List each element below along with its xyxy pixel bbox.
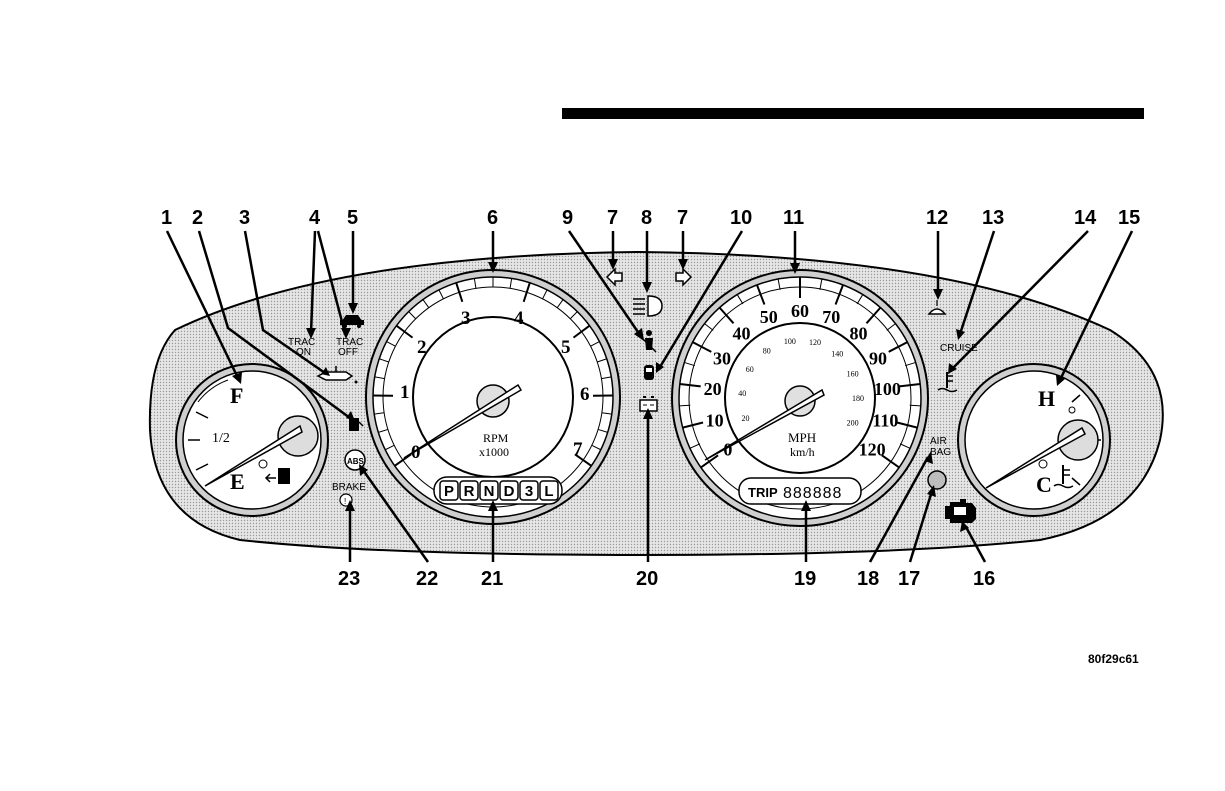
fuel-half-label: 1/2	[212, 431, 230, 446]
callout-3: 3	[239, 207, 250, 229]
figure-code: 80f29c61	[1088, 652, 1139, 666]
temp-cold-label: C	[1036, 472, 1052, 497]
callout-11: 11	[783, 207, 804, 229]
gear-label: D	[504, 483, 515, 500]
mph-tick-label: 120	[859, 439, 886, 459]
tach-tick-2: 2	[417, 337, 427, 358]
callout-14: 14	[1074, 207, 1097, 229]
tach-tick-7: 7	[573, 439, 583, 460]
callout-2: 2	[192, 207, 203, 229]
temperature-gauge: H C	[958, 364, 1110, 516]
mph-tick-label: 100	[874, 379, 901, 399]
tach-tick-1: 1	[400, 382, 410, 403]
callout-5: 5	[347, 207, 358, 229]
gear-label: R	[464, 483, 475, 500]
air-bag-line1: AIR	[930, 436, 947, 447]
air-bag-line2: BAG	[930, 447, 951, 458]
brake-exclaim: !	[344, 497, 346, 506]
callout-19: 19	[794, 568, 816, 590]
temp-hot-label: H	[1038, 386, 1055, 411]
odometer-digits: 888888	[783, 485, 842, 502]
gear-label: 3	[525, 483, 533, 500]
callout-4: 4	[309, 207, 321, 229]
kmh-tick-label: 60	[746, 365, 754, 374]
callout-7-left: 7	[607, 207, 618, 229]
trip-odometer: TRIP 888888	[739, 478, 861, 504]
callout-1: 1	[161, 207, 172, 229]
tach-tick-6: 6	[580, 384, 590, 405]
callout-6: 6	[487, 207, 498, 229]
mph-tick-label: 110	[872, 411, 898, 431]
fuel-gauge: F 1/2 E	[176, 364, 328, 516]
callout-numbers-bottom: 23 22 21 20 19 18 17 16	[338, 568, 995, 590]
callout-10: 10	[730, 207, 752, 229]
callout-12: 12	[926, 207, 948, 229]
tach-tick-3: 3	[461, 308, 471, 329]
kmh-tick-label: 80	[763, 346, 771, 355]
gear-label: L	[544, 483, 553, 500]
mph-tick-label: 40	[732, 323, 750, 343]
callout-8: 8	[641, 207, 652, 229]
mph-tick-label: 10	[706, 411, 724, 431]
gear-label: N	[484, 483, 495, 500]
mph-tick-label: 20	[704, 379, 722, 399]
callout-18: 18	[857, 568, 879, 590]
kmh-tick-label: 160	[847, 369, 859, 378]
kmh-tick-label: 100	[784, 337, 796, 346]
door-ajar-icon	[644, 365, 654, 380]
speed-unit-kmh: km/h	[790, 445, 815, 459]
callout-16: 16	[973, 568, 995, 590]
fuel-empty-label: E	[230, 469, 245, 494]
callout-15: 15	[1118, 207, 1140, 229]
trac-off-line2: OFF	[338, 347, 358, 358]
callout-7-right: 7	[677, 207, 688, 229]
speed-unit-mph: MPH	[788, 430, 816, 445]
abs-label: ABS	[347, 457, 365, 466]
callout-21: 21	[481, 568, 503, 590]
gear-label: P	[444, 483, 454, 500]
mph-tick-label: 80	[850, 323, 868, 343]
kmh-tick-label: 200	[847, 419, 859, 428]
tach-unit-x1000: x1000	[479, 445, 509, 459]
brake-label: BRAKE	[332, 482, 366, 493]
callout-9: 9	[562, 207, 573, 229]
mph-tick-label: 30	[713, 348, 731, 368]
callout-20: 20	[636, 568, 658, 590]
mph-tick-label: 50	[760, 307, 778, 327]
kmh-tick-label: 180	[852, 394, 864, 403]
header-rule	[562, 108, 1144, 119]
tach-tick-4: 4	[514, 308, 524, 329]
tach-tick-5: 5	[561, 337, 571, 358]
kmh-tick-label: 40	[738, 389, 746, 398]
callout-13: 13	[982, 207, 1004, 229]
mph-tick-label: 70	[822, 307, 840, 327]
callout-23: 23	[338, 568, 360, 590]
gear-selector: PRND3L	[434, 477, 562, 504]
mph-tick-label: 60	[791, 301, 809, 321]
air-bag-lamp	[928, 471, 946, 489]
kmh-tick-label: 120	[809, 338, 821, 347]
trip-label: TRIP	[748, 485, 778, 500]
callout-17: 17	[898, 568, 920, 590]
trac-on-line2: ON	[296, 347, 311, 358]
tach-unit-rpm: RPM	[483, 431, 509, 445]
mph-tick-label: 90	[869, 348, 887, 368]
callout-numbers-top: 1 2 3 4 5 6 9 7 8 7 10 11 12 13 14 15	[161, 207, 1140, 229]
kmh-tick-label: 20	[741, 414, 749, 423]
kmh-tick-label: 140	[831, 350, 843, 359]
fuel-full-label: F	[230, 383, 243, 408]
callout-22: 22	[416, 568, 438, 590]
